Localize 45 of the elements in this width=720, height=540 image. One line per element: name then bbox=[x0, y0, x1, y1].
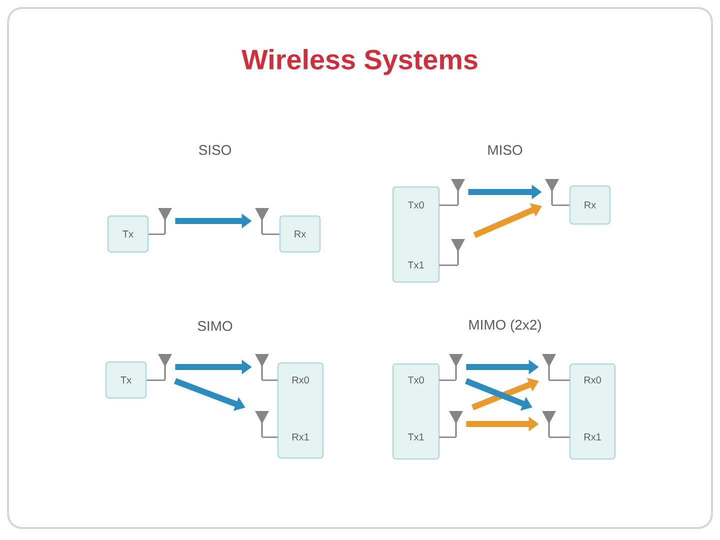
antenna-icon bbox=[255, 208, 269, 234]
device-box bbox=[277, 362, 324, 459]
section-heading: MISO bbox=[488, 145, 522, 155]
port-label: Rx1 bbox=[584, 434, 601, 440]
device-box bbox=[569, 363, 616, 460]
antenna-icon bbox=[545, 179, 559, 205]
antenna-feed-line bbox=[262, 436, 278, 438]
antenna-feed-line bbox=[439, 204, 458, 206]
antenna-feed-line bbox=[552, 204, 570, 206]
antenna-feed-line bbox=[262, 379, 278, 381]
antenna-icon bbox=[158, 208, 172, 234]
antenna-icon bbox=[542, 411, 556, 437]
antenna-icon bbox=[158, 354, 172, 380]
section-heading: MIMO (2x2) bbox=[469, 320, 541, 332]
antenna-feed-line bbox=[439, 436, 456, 438]
antenna-feed-line bbox=[148, 233, 165, 235]
section-heading: SISO bbox=[198, 145, 232, 155]
port-label: Rx1 bbox=[292, 434, 309, 440]
device-box: Tx bbox=[105, 361, 147, 399]
antenna-feed-line bbox=[439, 264, 458, 266]
slide-title: Wireless Systems bbox=[242, 49, 478, 75]
antenna-feed-line bbox=[439, 379, 456, 381]
antenna-icon bbox=[451, 239, 465, 265]
antenna-icon bbox=[255, 411, 269, 437]
antenna-feed-line bbox=[549, 436, 570, 438]
port-label: Tx1 bbox=[408, 262, 424, 268]
section-heading: SIMO bbox=[198, 321, 232, 331]
antenna-icon bbox=[542, 354, 556, 380]
antenna-feed-line bbox=[262, 233, 280, 235]
antenna-icon bbox=[449, 354, 463, 380]
port-label: Rx0 bbox=[292, 376, 309, 384]
device-box: Rx bbox=[279, 215, 321, 253]
port-label: Tx1 bbox=[408, 434, 424, 440]
antenna-icon bbox=[255, 354, 269, 380]
port-label: Tx0 bbox=[408, 376, 424, 384]
antenna-feed-line bbox=[549, 379, 570, 381]
port-label: Rx0 bbox=[584, 376, 601, 384]
device-box: Rx bbox=[569, 185, 611, 225]
device-box bbox=[392, 186, 440, 283]
antenna-icon bbox=[451, 179, 465, 205]
antenna-feed-line bbox=[146, 379, 165, 381]
antenna-icon bbox=[449, 411, 463, 437]
device-box bbox=[392, 363, 440, 460]
port-label: Tx0 bbox=[408, 201, 424, 209]
device-box: Tx bbox=[107, 215, 149, 253]
